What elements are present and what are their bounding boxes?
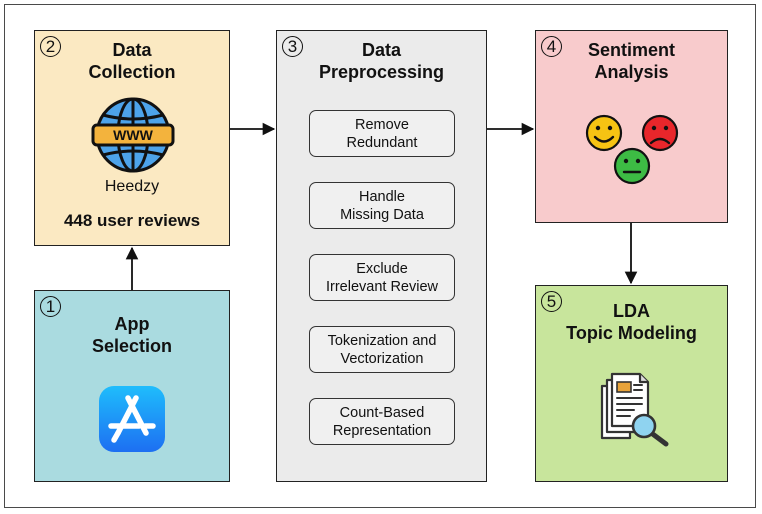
diagram-frame <box>4 4 756 508</box>
step-number-3: 3 <box>282 36 303 57</box>
lda-title: LDA Topic Modeling <box>566 301 697 343</box>
data-collection-title: Data Collection <box>88 40 176 82</box>
preprocessing-title: Data Preprocessing <box>318 40 445 82</box>
lda-box: 5 LDA Topic Modeling <box>535 285 728 482</box>
data-source-label: Heedzy <box>104 178 160 195</box>
document-search-icon <box>600 372 669 447</box>
step-number-4: 4 <box>541 36 562 57</box>
data-collection-box: 2 Data Collection WWW Heedzy 448 user re… <box>34 30 230 246</box>
www-globe-icon: WWW <box>91 97 175 173</box>
sentiment-box: 4 Sentiment Analysis <box>535 30 728 223</box>
app-store-icon <box>99 386 165 452</box>
emoji-faces-icon <box>585 114 679 185</box>
sentiment-title: Sentiment Analysis <box>587 40 675 82</box>
app-selection-box: 1 App Selection <box>34 290 230 482</box>
svg-text:WWW: WWW <box>113 127 153 143</box>
app-selection-title: App Selection <box>91 314 173 356</box>
step-number-1: 1 <box>40 296 61 317</box>
step-number-5: 5 <box>541 291 562 312</box>
step-number-2: 2 <box>40 36 61 57</box>
review-count-label: 448 user reviews <box>63 211 201 230</box>
